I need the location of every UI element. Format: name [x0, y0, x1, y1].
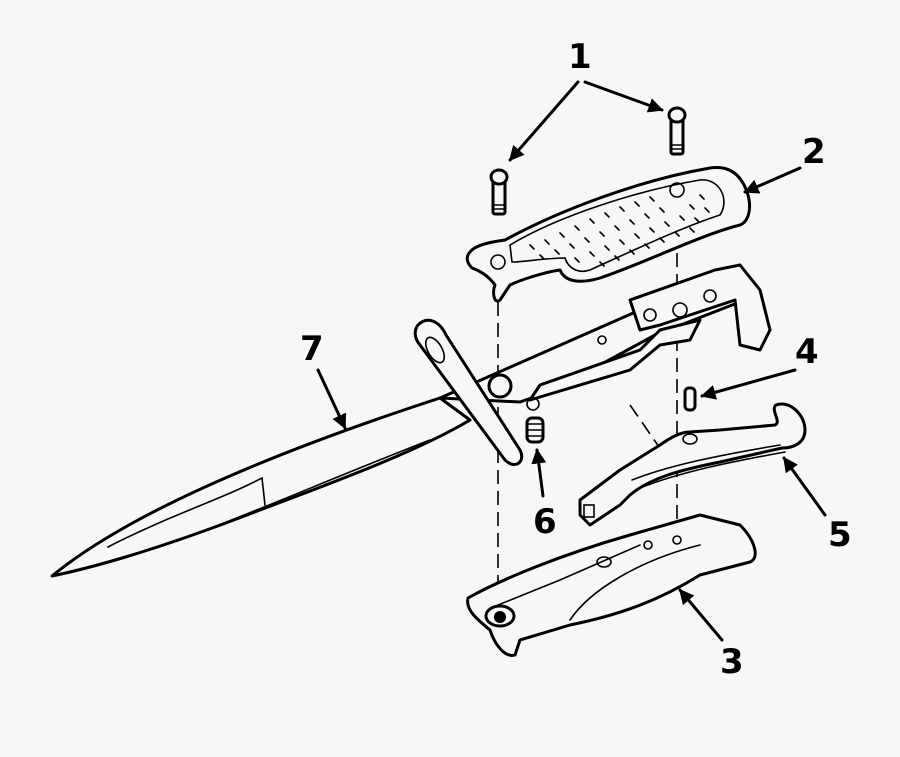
- grip-texture: [529, 194, 710, 267]
- spring-part: [525, 416, 545, 444]
- upper-grip-part: [465, 165, 752, 303]
- callout-3: 3: [720, 642, 744, 682]
- callout-4: 4: [795, 332, 819, 372]
- latch-lever-part: [578, 402, 807, 527]
- blade-part: [50, 263, 772, 578]
- callout-5: 5: [828, 515, 852, 555]
- callout-arrows: [316, 80, 827, 642]
- callout-7: 7: [300, 329, 324, 369]
- screw-right: [667, 106, 687, 156]
- callout-2: 2: [802, 132, 826, 172]
- lower-grip-part: [466, 513, 757, 657]
- screw-left: [489, 168, 509, 216]
- callout-6: 6: [533, 502, 557, 542]
- callout-1: 1: [568, 37, 592, 77]
- pin-part: [683, 386, 697, 412]
